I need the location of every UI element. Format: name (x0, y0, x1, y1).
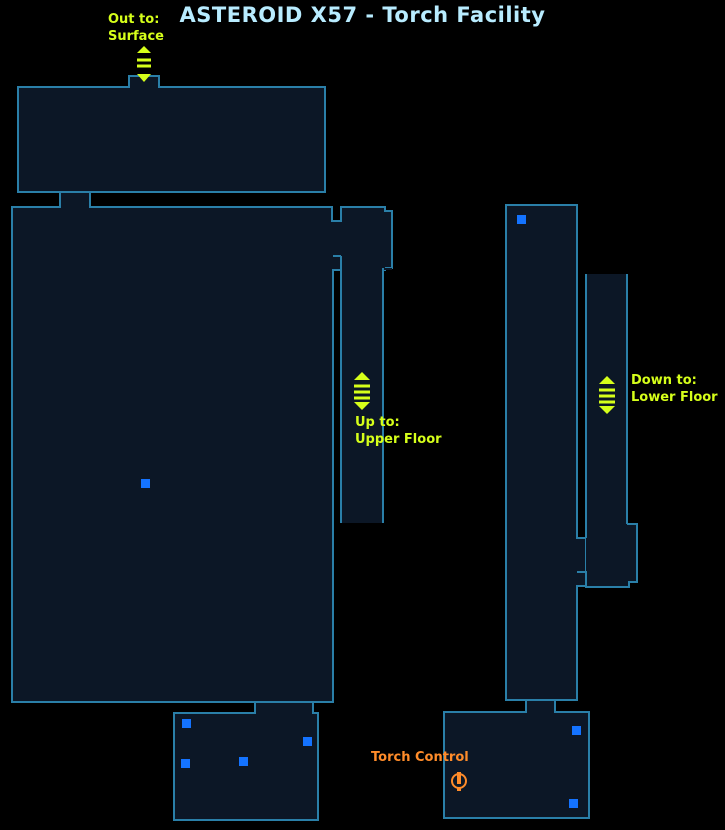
map-title: ASTEROID X57 - Torch Facility (179, 3, 546, 27)
room-right-tall (505, 204, 587, 701)
room-main (11, 191, 393, 714)
exit-surface-icon[interactable] (137, 46, 151, 82)
exit-lower-line1: Down to: (631, 373, 697, 388)
exit-upper-label: Up to: Upper Floor (355, 414, 442, 448)
room-bottom-right (443, 699, 590, 819)
poi-torch-control-label: Torch Control (371, 750, 469, 765)
exclamation-icon[interactable] (451, 772, 467, 791)
room-right-shaft (586, 274, 637, 586)
map-marker[interactable] (517, 215, 526, 224)
exit-upper-icon[interactable] (354, 372, 370, 410)
exit-surface-line1: Out to: (108, 12, 160, 27)
map-marker[interactable] (303, 737, 312, 746)
exit-upper-line2: Upper Floor (355, 432, 442, 447)
room-top (17, 75, 326, 208)
map-marker[interactable] (572, 726, 581, 735)
map-marker[interactable] (182, 719, 191, 728)
map-marker[interactable] (181, 759, 190, 768)
map-marker[interactable] (569, 799, 578, 808)
exit-lower-icon[interactable] (599, 376, 615, 414)
exit-lower-line2: Lower Floor (631, 390, 718, 405)
exit-upper-line1: Up to: (355, 415, 400, 430)
exit-surface-label: Out to: Surface (108, 11, 164, 45)
exit-surface-line2: Surface (108, 29, 164, 44)
exit-lower-label: Down to: Lower Floor (631, 372, 718, 406)
room-upper-shaft (333, 256, 392, 523)
rshaft-wall-bottom (577, 523, 638, 588)
map-marker[interactable] (141, 479, 150, 488)
map-marker[interactable] (239, 757, 248, 766)
